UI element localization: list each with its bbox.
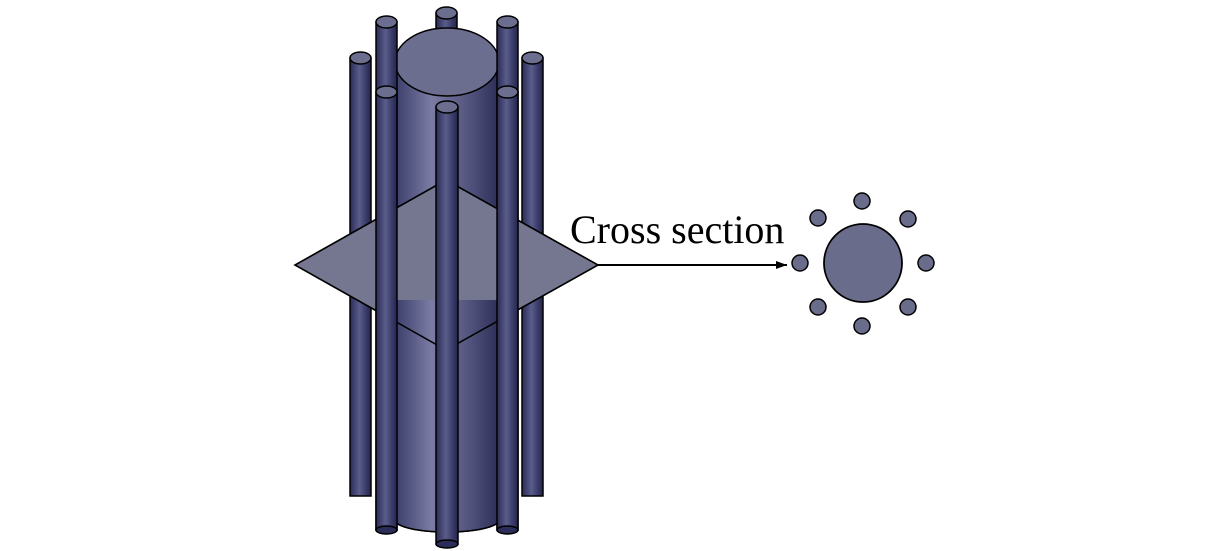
section-rod (853, 317, 871, 335)
reinforced-column-3d (293, 6, 600, 549)
cross-section-label: Cross section (570, 207, 784, 252)
section-core (823, 223, 903, 303)
rod (496, 85, 519, 535)
cross-section-view (791, 192, 935, 335)
rod (435, 100, 459, 549)
section-rod (917, 254, 935, 272)
section-rod (791, 254, 809, 272)
section-rod (809, 209, 827, 227)
section-rod (899, 210, 917, 228)
section-rod (809, 298, 827, 316)
rod (375, 85, 398, 535)
section-rod (853, 192, 871, 210)
section-rod (899, 298, 917, 316)
